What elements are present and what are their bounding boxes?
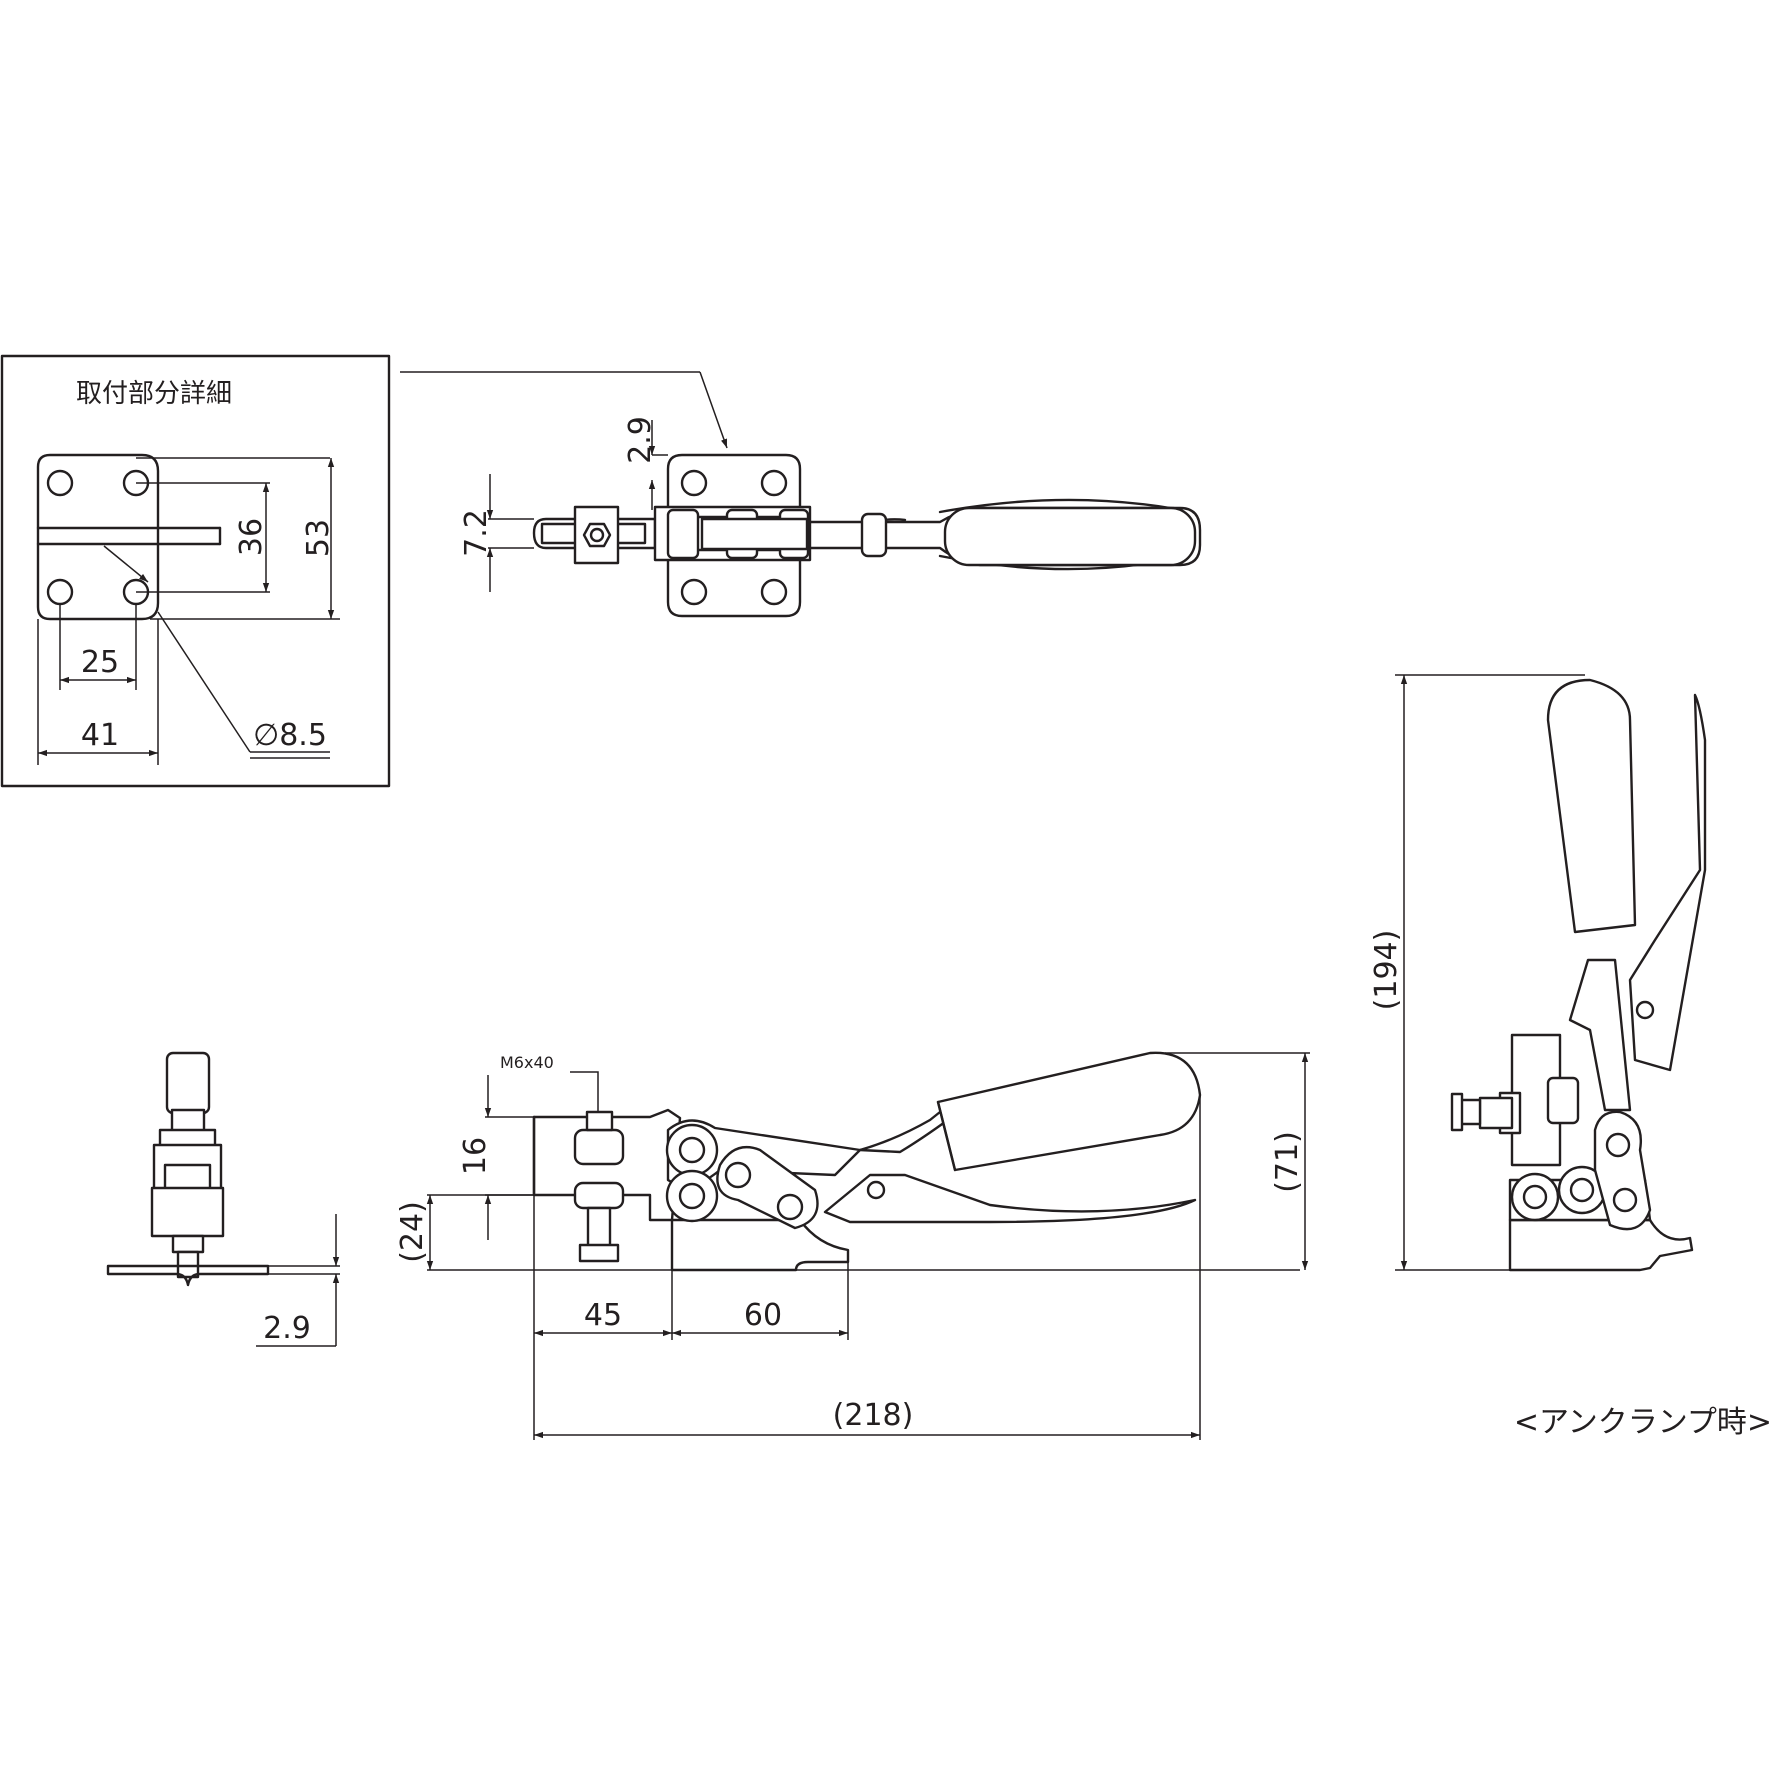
dim-base-length: 60 [744, 1298, 782, 1333]
dim-unclamped-height: (194) [1369, 930, 1404, 1011]
dim-end-base-thickness: 2.9 [263, 1311, 311, 1346]
front-view: M6x40 16 (24) 45 60 (218) (71) [395, 1051, 1310, 1440]
dim-hole-spacing-horizontal: 25 [81, 645, 119, 680]
dim-base-height: (24) [395, 1201, 430, 1263]
unclamped-view: (194) <アンクランプ時> [1369, 674, 1772, 1440]
end-view: 2.9 [106, 1051, 340, 1347]
dim-spindle-height: 16 [458, 1137, 493, 1175]
mounting-detail-panel: 取付部分詳細 36 53 25 41 ∅8.5 [0, 354, 391, 788]
dim-total-height: (71) [1270, 1131, 1305, 1193]
unclamped-label: <アンクランプ時> [1514, 1405, 1772, 1440]
dim-bar-width: 7.2 [459, 509, 494, 557]
dim-plate-width: 41 [81, 718, 119, 753]
dim-plate-height: 53 [301, 519, 336, 557]
dim-spindle-offset: 45 [584, 1298, 622, 1333]
bolt-label: M6x40 [500, 1053, 554, 1072]
mounting-hole [46, 469, 74, 497]
detail-title: 取付部分詳細 [76, 379, 232, 409]
top-view: 2.9 7.2 [459, 416, 1202, 618]
mounting-plate-outline [36, 453, 160, 621]
dim-top-thickness: 2.9 [623, 416, 658, 464]
dim-total-length: (218) [833, 1398, 914, 1433]
detail-leader [400, 371, 728, 449]
mounting-hole [46, 578, 74, 606]
dim-hole-spacing-vertical: 36 [234, 518, 269, 556]
dim-hole-diameter: ∅8.5 [253, 718, 327, 753]
